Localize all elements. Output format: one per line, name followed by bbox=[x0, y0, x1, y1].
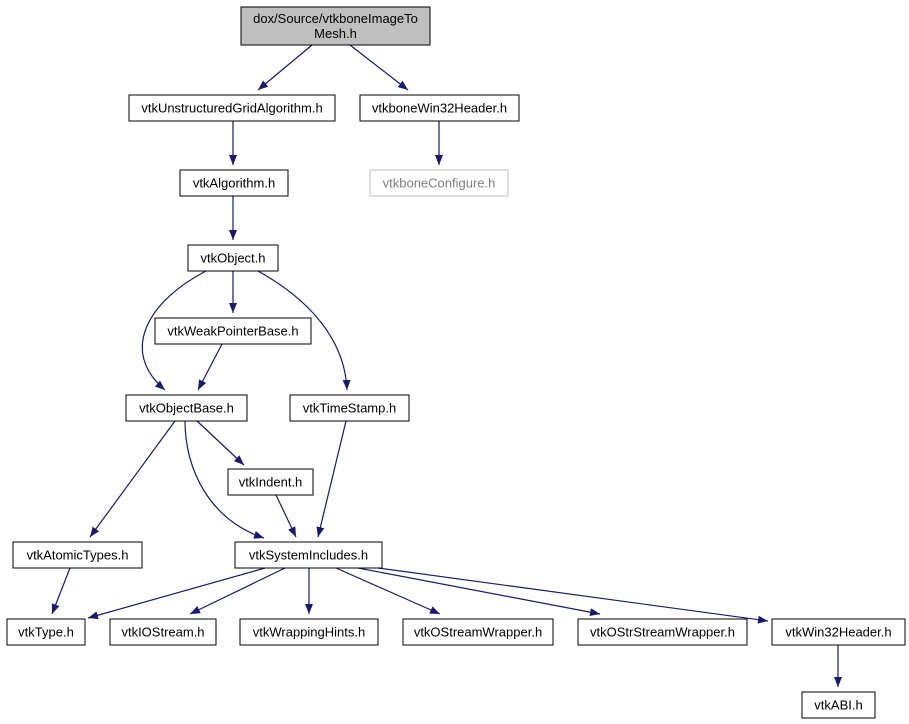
node-label-indent: vtkIndent.h bbox=[239, 475, 303, 490]
node-objbase[interactable]: vtkObjectBase.h bbox=[125, 394, 248, 422]
node-box-iostream bbox=[109, 618, 217, 646]
node-box-objbase bbox=[125, 394, 248, 422]
edge-objbase-to-indent bbox=[196, 420, 245, 466]
node-iostream[interactable]: vtkIOStream.h bbox=[109, 618, 217, 646]
edge-indent-to-sysinc bbox=[275, 494, 297, 538]
edge-weak-to-objbase bbox=[197, 343, 223, 391]
edge-sysinc-to-win32 bbox=[377, 567, 769, 624]
node-w32hdr[interactable]: vtkboneWin32Header.h bbox=[359, 94, 520, 122]
node-box-root bbox=[240, 6, 431, 46]
node-sysinc[interactable]: vtkSystemIncludes.h bbox=[234, 541, 383, 569]
node-ostrstream[interactable]: vtkOStrStreamWrapper.h bbox=[577, 618, 748, 646]
node-label-atomic: vtkAtomicTypes.h bbox=[27, 548, 129, 563]
edges-layer bbox=[51, 44, 842, 687]
node-label-wraphints: vtkWrappingHints.h bbox=[253, 625, 365, 640]
node-label-ostream: vtkOStreamWrapper.h bbox=[414, 625, 542, 640]
node-label-obj: vtkObject.h bbox=[200, 251, 265, 266]
node-label-config: vtkboneConfigure.h bbox=[383, 176, 496, 191]
node-label-w32hdr: vtkboneWin32Header.h bbox=[372, 101, 507, 116]
node-label-alg: vtkAlgorithm.h bbox=[193, 176, 275, 191]
node-type[interactable]: vtkType.h bbox=[6, 618, 86, 646]
node-box-alg bbox=[179, 169, 289, 197]
node-atomic[interactable]: vtkAtomicTypes.h bbox=[12, 541, 143, 569]
node-label-objbase: vtkObjectBase.h bbox=[139, 401, 234, 416]
edge-sysinc-to-type bbox=[87, 567, 266, 620]
edge-sysinc-to-iostream bbox=[189, 567, 286, 615]
node-box-type bbox=[6, 618, 86, 646]
node-ugalg[interactable]: vtkUnstructuredGridAlgorithm.h bbox=[128, 94, 336, 122]
node-weak[interactable]: vtkWeakPointerBase.h bbox=[154, 317, 312, 345]
node-box-wraphints bbox=[239, 618, 379, 646]
edge-sysinc-to-ostream bbox=[335, 567, 441, 615]
node-box-sysinc bbox=[234, 541, 383, 569]
node-label-timestamp: vtkTimeStamp.h bbox=[303, 401, 396, 416]
node-box-atomic bbox=[12, 541, 143, 569]
node-obj[interactable]: vtkObject.h bbox=[187, 244, 279, 272]
node-indent[interactable]: vtkIndent.h bbox=[227, 468, 314, 496]
node-ostream[interactable]: vtkOStreamWrapper.h bbox=[402, 618, 554, 646]
node-box-w32hdr bbox=[359, 94, 520, 122]
node-label-root-line-1: dox/Source/vtkboneImageTo bbox=[253, 11, 418, 26]
edge-obj-to-objbase bbox=[141, 270, 207, 391]
node-timestamp[interactable]: vtkTimeStamp.h bbox=[289, 394, 410, 422]
node-box-weak bbox=[154, 317, 312, 345]
node-label-ugalg: vtkUnstructuredGridAlgorithm.h bbox=[141, 101, 322, 116]
node-box-indent bbox=[227, 468, 314, 496]
node-box-config bbox=[369, 169, 509, 197]
node-win32[interactable]: vtkWin32Header.h bbox=[771, 618, 906, 646]
node-label-sysinc: vtkSystemIncludes.h bbox=[249, 548, 368, 563]
node-alg[interactable]: vtkAlgorithm.h bbox=[179, 169, 289, 197]
node-label-iostream: vtkIOStream.h bbox=[121, 625, 204, 640]
node-box-abi bbox=[801, 691, 876, 719]
node-abi[interactable]: vtkABI.h bbox=[801, 691, 876, 719]
edge-objbase-to-sysinc bbox=[184, 420, 265, 539]
edge-sysinc-to-ostrstream bbox=[357, 567, 601, 617]
node-label-win32: vtkWin32Header.h bbox=[785, 625, 891, 640]
node-label-ostrstream: vtkOStrStreamWrapper.h bbox=[590, 625, 735, 640]
edge-obj-to-timestamp bbox=[257, 270, 351, 391]
node-box-obj bbox=[187, 244, 279, 272]
node-box-ostream bbox=[402, 618, 554, 646]
node-config[interactable]: vtkboneConfigure.h bbox=[369, 169, 509, 197]
node-box-timestamp bbox=[289, 394, 410, 422]
edge-root-to-w32hdr bbox=[349, 44, 409, 91]
node-label-abi: vtkABI.h bbox=[814, 698, 862, 713]
node-box-ostrstream bbox=[577, 618, 748, 646]
edge-root-to-ugalg bbox=[257, 44, 313, 91]
node-wraphints[interactable]: vtkWrappingHints.h bbox=[239, 618, 379, 646]
node-box-win32 bbox=[771, 618, 906, 646]
node-box-ugalg bbox=[128, 94, 336, 122]
node-label-type: vtkType.h bbox=[18, 625, 74, 640]
edge-objbase-to-atomic bbox=[89, 420, 176, 538]
edge-atomic-to-type bbox=[51, 567, 71, 615]
node-label-root-line-2: Mesh.h bbox=[314, 26, 357, 41]
edge-timestamp-to-sysinc bbox=[316, 420, 347, 538]
node-label-weak: vtkWeakPointerBase.h bbox=[167, 324, 298, 339]
